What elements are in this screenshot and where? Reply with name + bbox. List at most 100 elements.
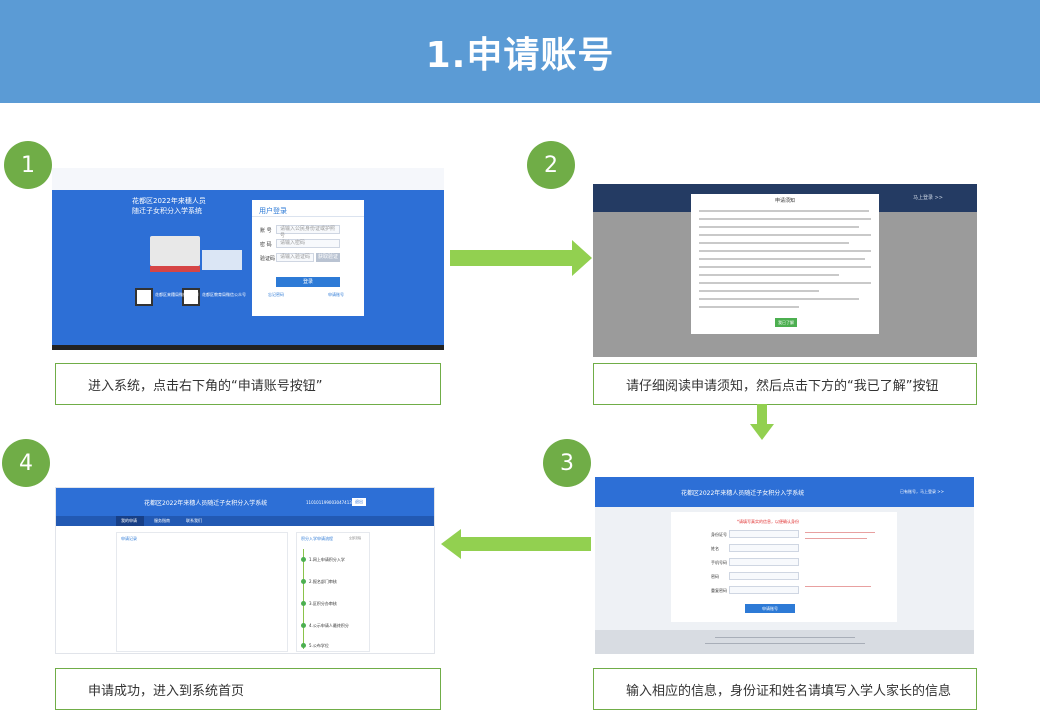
notice-text-line bbox=[699, 226, 859, 228]
account-input[interactable]: 请输入公民身份证或护照号 bbox=[276, 225, 340, 239]
page-title: 1.申请账号 bbox=[425, 34, 615, 76]
timeline-dot bbox=[301, 557, 306, 562]
notice-text-line bbox=[699, 274, 839, 276]
screenshot-notice: 马上登录 >> 申请须知 我已了解 bbox=[593, 184, 977, 357]
password-input[interactable]: 请输入密码 bbox=[276, 239, 340, 248]
notice-text-line bbox=[699, 306, 799, 308]
qr-code-1 bbox=[135, 288, 153, 306]
timeline-dot bbox=[301, 643, 306, 648]
label-repeat-password: 重复密码 bbox=[711, 588, 727, 593]
apply-notice-text: *请填写真实的信息，以便确认身份 bbox=[737, 519, 799, 524]
hint-line bbox=[805, 586, 871, 587]
screenshot-home: 花都区2022年来穗人员随迁子女积分入学系统 11010119900304741… bbox=[55, 487, 435, 654]
process-panel: 积分入学申请流程 全部流程 1.网上申请积分入学 2.报名部门审核 3.区积分办… bbox=[296, 532, 370, 652]
home-top-bar bbox=[56, 488, 434, 516]
caption-step-2: 请仔细阅读申请须知，然后点击下方的“我已了解”按钮 bbox=[593, 363, 977, 405]
label-id-number: 身份证号 bbox=[711, 532, 727, 537]
login-panel: 用户登录 账 号 请输入公民身份证或护照号 密 码 请输入密码 验证码 请输入验… bbox=[252, 200, 364, 316]
home-system-title: 花都区2022年来穗人员随迁子女积分入学系统 bbox=[144, 500, 268, 507]
tab-service-guide[interactable]: 服务指南 bbox=[154, 518, 170, 523]
phone-input[interactable] bbox=[729, 558, 799, 566]
notice-text-line bbox=[699, 258, 865, 260]
notice-text-line bbox=[699, 210, 869, 212]
qr-label-2: 花都区教育局微信公众号 bbox=[202, 292, 246, 297]
login-blue-area bbox=[52, 190, 444, 345]
apply-form-card: *请填写真实的信息，以便确认身份 身份证号 姓名 手机号码 密码 重复密码 申请… bbox=[671, 512, 897, 622]
process-panel-title: 积分入学申请流程 bbox=[301, 536, 333, 541]
timeline-dot bbox=[301, 623, 306, 628]
tablet-illustration bbox=[202, 250, 242, 270]
label-name: 姓名 bbox=[711, 546, 719, 551]
timeline-dot bbox=[301, 601, 306, 606]
login-top-strip bbox=[52, 168, 444, 190]
arrow-left-icon bbox=[441, 529, 591, 559]
home-user-id: 1101011990030474135 bbox=[306, 500, 355, 505]
notice-text-line bbox=[699, 218, 871, 220]
books-illustration-red bbox=[150, 266, 200, 272]
caption-step-4-text: 申请成功，进入到系统首页 bbox=[88, 683, 245, 699]
login-button[interactable]: 登录 bbox=[276, 277, 340, 287]
qr-code-2 bbox=[182, 288, 200, 306]
name-input[interactable] bbox=[729, 544, 799, 552]
caption-step-3: 输入相应的信息，身份证和姓名请填写入学人家长的信息 bbox=[593, 668, 977, 710]
label-password: 密码 bbox=[711, 574, 719, 579]
footer-text-line bbox=[715, 637, 855, 638]
footer-text-line bbox=[705, 643, 865, 644]
timeline-step-1: 1.网上申请积分入学 bbox=[309, 557, 345, 562]
apply-footer bbox=[595, 630, 974, 654]
id-number-input[interactable] bbox=[729, 530, 799, 538]
password-input[interactable] bbox=[729, 572, 799, 580]
notice-text-line bbox=[699, 266, 871, 268]
forgot-password-link[interactable]: 忘记密码 bbox=[268, 292, 284, 297]
timeline-step-2: 2.报名部门审核 bbox=[309, 579, 337, 584]
timeline-step-5: 5.公布学位 bbox=[309, 643, 329, 648]
tab-my-application[interactable]: 我的申请 bbox=[121, 518, 137, 523]
timeline-line bbox=[303, 549, 304, 649]
notice-login-link[interactable]: 马上登录 >> bbox=[913, 195, 943, 201]
apply-account-link[interactable]: 申请账号 bbox=[328, 292, 344, 297]
home-nav-active bbox=[116, 516, 144, 526]
logout-button[interactable]: 退出 bbox=[352, 498, 366, 506]
label-account: 账 号 bbox=[260, 228, 272, 234]
arrow-down-icon bbox=[750, 404, 774, 440]
notice-text-line bbox=[699, 234, 871, 236]
arrow-right-icon bbox=[450, 240, 592, 276]
login-panel-title: 用户登录 bbox=[259, 207, 287, 215]
notice-text-line bbox=[699, 282, 871, 284]
notice-text-line bbox=[699, 242, 849, 244]
records-panel-title: 申请记录 bbox=[121, 536, 137, 541]
code-input[interactable]: 请输入验证码 bbox=[276, 253, 314, 262]
timeline-step-3: 3.区积分办审核 bbox=[309, 601, 337, 606]
apply-top-bar bbox=[595, 477, 974, 507]
confirm-understood-button[interactable]: 我已了解 bbox=[775, 318, 797, 327]
step-badge-3: 3 bbox=[543, 439, 591, 487]
hint-line bbox=[805, 538, 867, 539]
home-nav-bar bbox=[56, 516, 434, 526]
get-code-button[interactable]: 获取验证 bbox=[316, 253, 340, 262]
qr-label-1: 花都区来穗局微信公众号 bbox=[155, 292, 199, 297]
caption-step-3-text: 输入相应的信息，身份证和姓名请填写入学人家长的信息 bbox=[626, 683, 952, 699]
caption-step-1-text: 进入系统，点击右下角的“申请账号按钮” bbox=[88, 378, 323, 394]
screenshot-apply-form: 花都区2022年来穗人员随迁子女积分入学系统 已有账号，马上登录 >> *请填写… bbox=[595, 477, 974, 654]
timeline-dot bbox=[301, 579, 306, 584]
notice-text-line bbox=[699, 298, 859, 300]
step-badge-4: 4 bbox=[2, 439, 50, 487]
screenshot-login: 花都区2022年来穗人员 随迁子女积分入学系统 花都区来穗局微信公众号 花都区教… bbox=[52, 168, 444, 350]
timeline-step-4: 4.公示申请人最终积分 bbox=[309, 623, 349, 628]
step-badge-1: 1 bbox=[4, 141, 52, 189]
login-system-title-2: 随迁子女积分入学系统 bbox=[132, 207, 202, 215]
caption-step-1: 进入系统，点击右下角的“申请账号按钮” bbox=[55, 363, 441, 405]
tab-contact-us[interactable]: 联系我们 bbox=[186, 518, 202, 523]
notice-modal-title: 申请须知 bbox=[775, 198, 796, 204]
login-divider bbox=[252, 216, 364, 217]
apply-system-title: 花都区2022年来穗人员随迁子女积分入学系统 bbox=[681, 490, 805, 497]
repeat-password-input[interactable] bbox=[729, 586, 799, 594]
books-illustration bbox=[150, 236, 200, 266]
caption-step-4: 申请成功，进入到系统首页 bbox=[55, 668, 441, 710]
apply-login-link[interactable]: 已有账号，马上登录 >> bbox=[900, 489, 944, 494]
step-badge-2: 2 bbox=[527, 141, 575, 189]
apply-account-button[interactable]: 申请账号 bbox=[745, 604, 795, 613]
header-banner: 1.申请账号 bbox=[0, 0, 1040, 103]
process-more-link[interactable]: 全部流程 bbox=[349, 536, 362, 540]
